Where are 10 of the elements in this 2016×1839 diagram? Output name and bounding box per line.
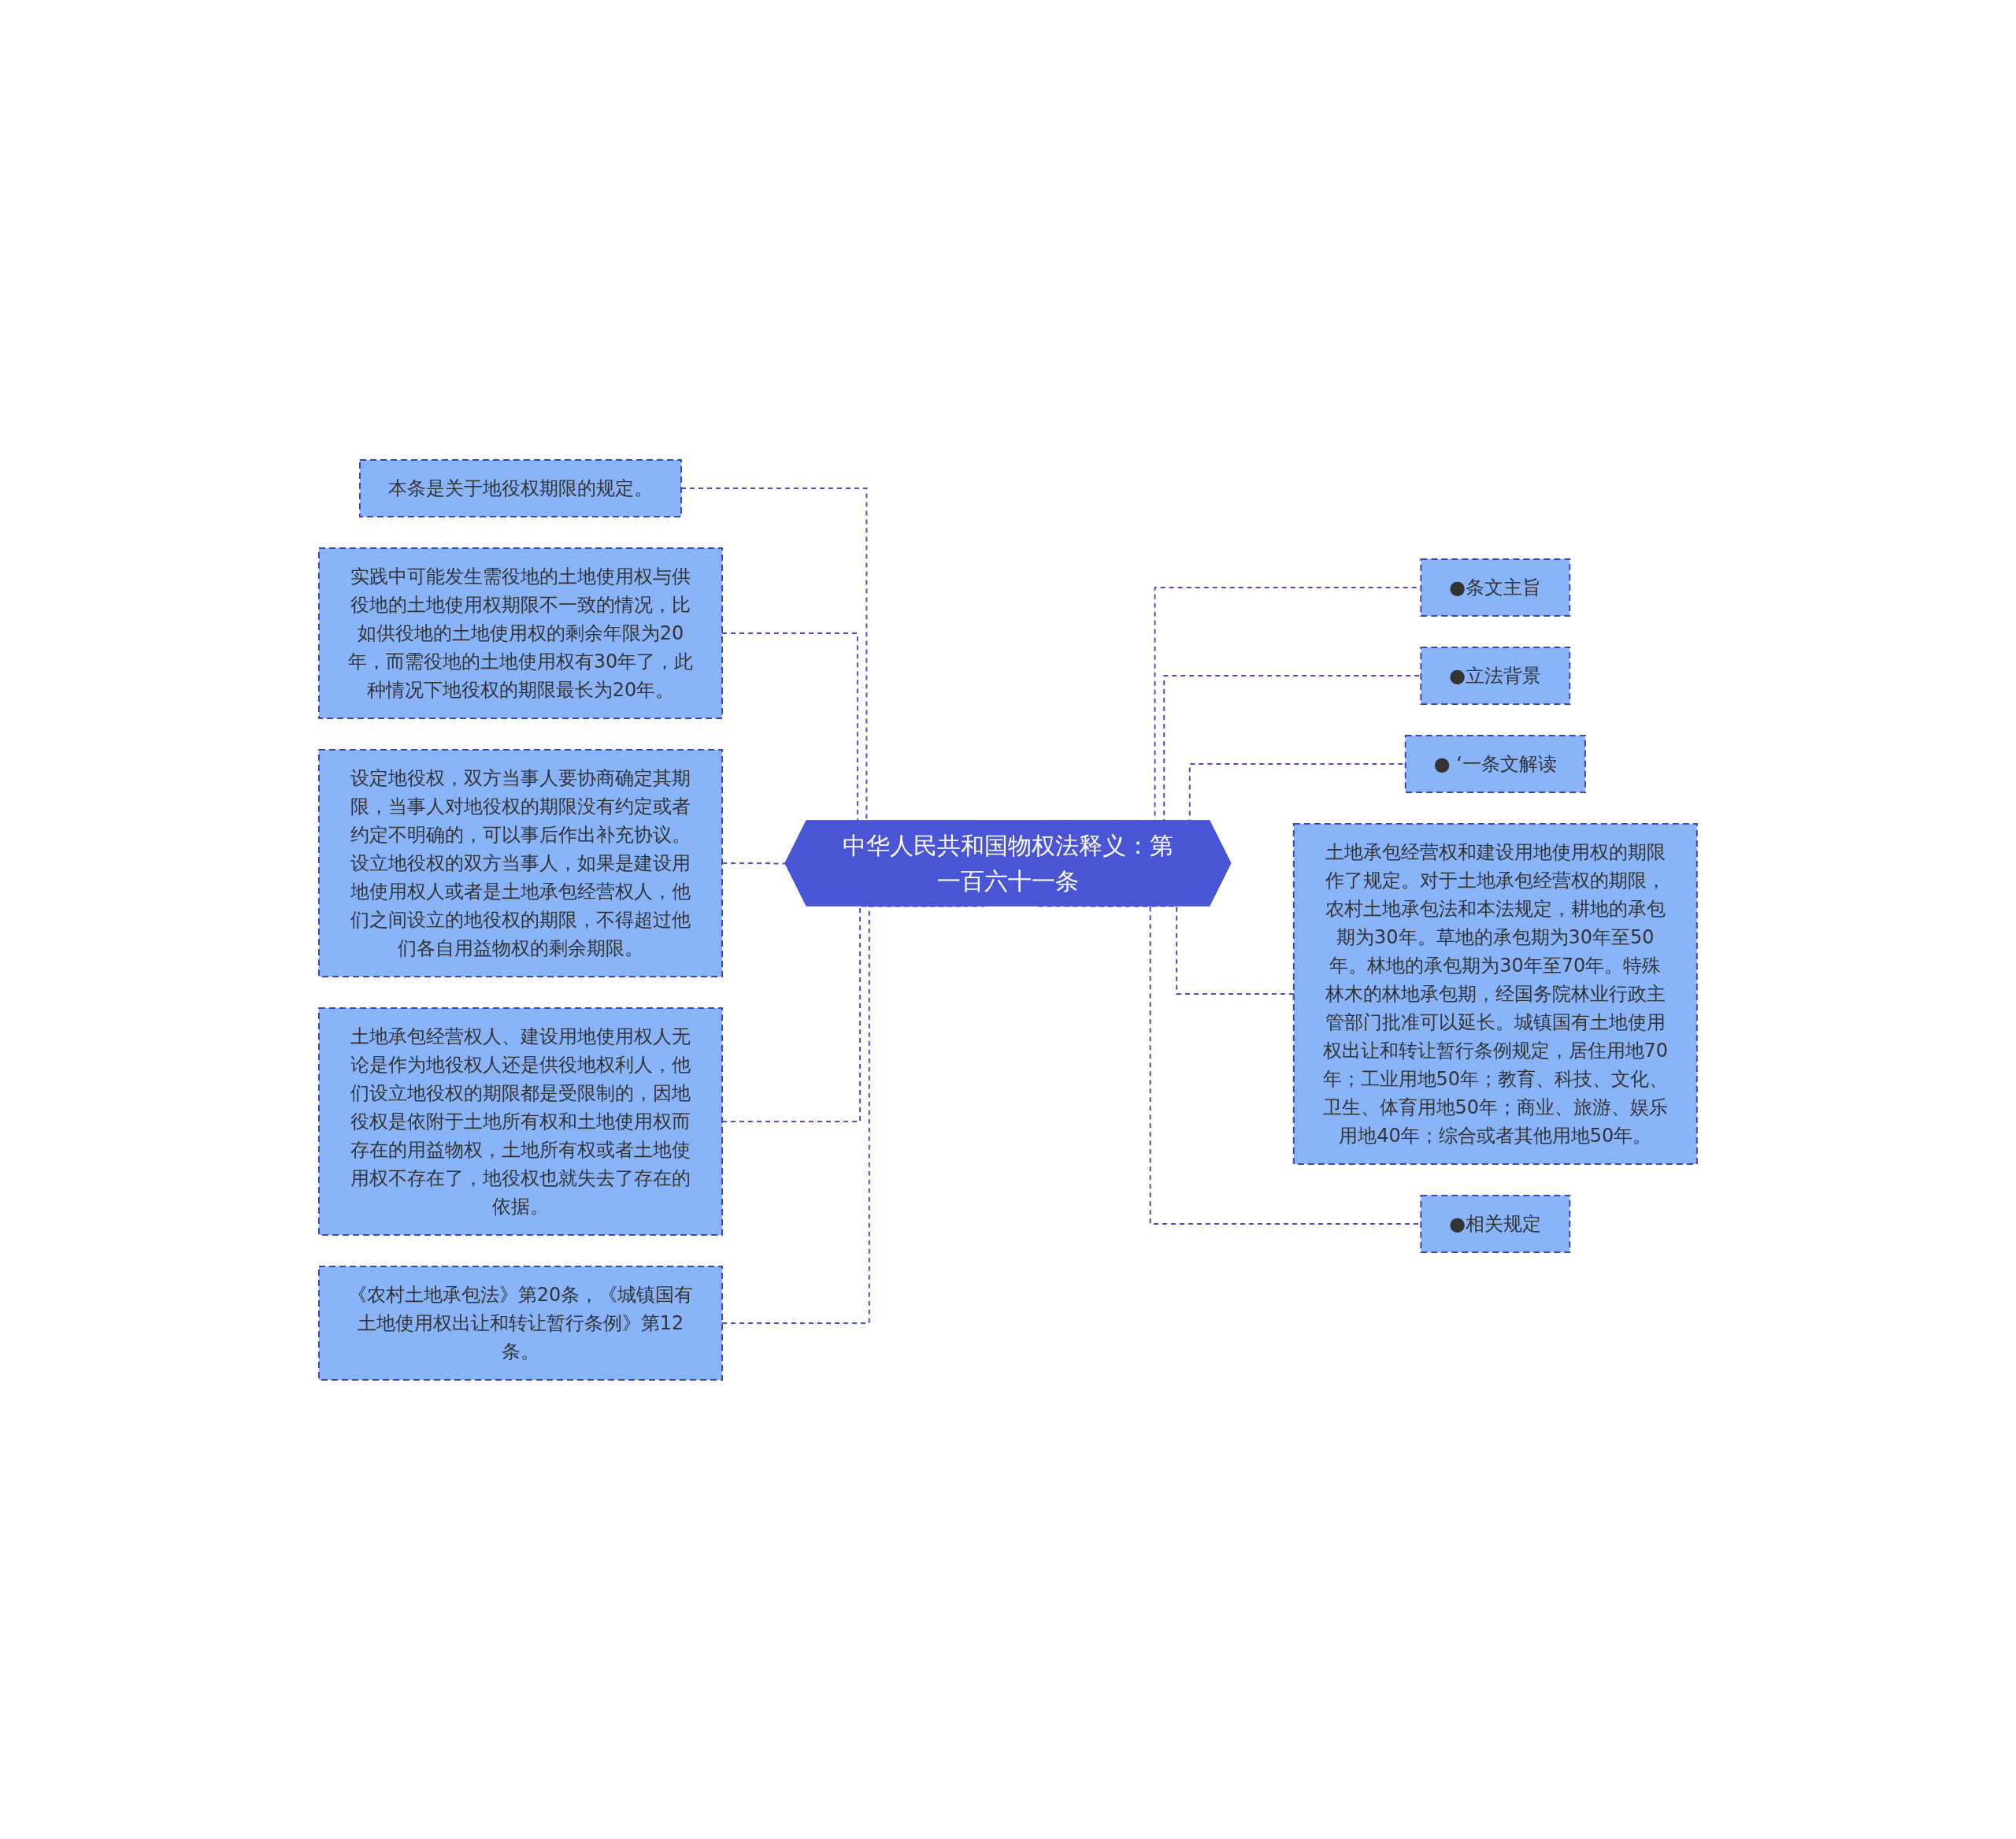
node-box: ●条文主旨 (1420, 558, 1571, 617)
node-box: ●立法背景 (1420, 646, 1571, 705)
node-box: ●相关规定 (1420, 1194, 1571, 1253)
node-box: 设定地役权，双方当事人要协商确定其期限，当事人对地役权的期限没有约定或者约定不明确的，可以事后作出补充协议。设立地役权的双方当事人，如果是建设用地使用权人或者是土地承包经营权人，他们之间设立的地役权的期限，不得超过他们各自用益物权的剩余期限。 (318, 748, 724, 977)
node-box: 土地承包经营权人、建设用地使用权人无论是作为地役权人还是供役地权利人，他们设立地役权的期限都是受限制的，因地役权是依附于土地所有权和土地使用权而存在的用益物权，土地所有权或者土地使用权不存在了，地役权也就失去了存在的依据。 (318, 1007, 724, 1236)
node-box: 实践中可能发生需役地的土地使用权与供役地的土地使用权期限不一致的情况，比如供役地的土地使用权的剩余年限为20年，而需役地的土地使用权有30年了，此种情况下地役权的期限最长为20年。 (318, 547, 724, 719)
node-box: 《农村土地承包法》第20条，《城镇国有土地使用权出让和转让暂行条例》第12条。 (318, 1265, 724, 1381)
node-box: 本条是关于地役权期限的规定。 (359, 458, 683, 517)
node-box: 土地承包经营权和建设用地使用权的期限作了规定。对于土地承包经营权的期限，农村土地承包法和本法规定，耕地的承包期为30年。草地的承包期为30年至50年。林地的承包期为30年至70年。特殊林木的林地承包期，经国务院林业行政主管部门批准可以延长。城镇国有土地使用权出让和转让暂行条例规定，居住用地70年；工业用地50年；教育、科技、文化、卫生、体育用地50年；商业、旅游、娱乐用地40年；综合或者其他用地50年。 (1292, 822, 1698, 1165)
node-box: ● ‘一条文解读 (1404, 734, 1586, 793)
